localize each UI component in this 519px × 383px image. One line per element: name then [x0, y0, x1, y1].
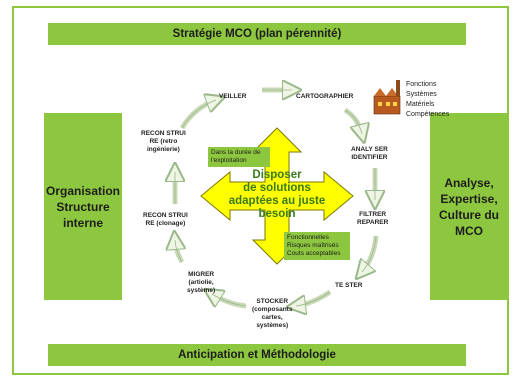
cycle-arrow: [175, 240, 182, 264]
cycle-arrow: [362, 235, 379, 272]
note-duree: Dans la durée de l'exploitation: [208, 147, 270, 167]
four-way-arrow: [200, 127, 354, 265]
node-reconstruire-clonage: RECON STRUI RE (clonage): [143, 212, 188, 227]
node-cartographier: CARTOGRAPHIER: [296, 93, 354, 100]
footer-bar: Anticipation et Méthodologie: [48, 344, 466, 366]
legend-item: Fonctions: [406, 81, 437, 88]
node-veiller: VEILLER: [219, 93, 247, 100]
legend-item: Matériels: [406, 101, 435, 108]
node-migrer: MIGRER (artiolie, système): [187, 271, 216, 294]
node-reconstruire-retro: RECON STRUI RE (retro ingénierie): [141, 130, 186, 153]
left-panel: Organisation Structure interne: [44, 113, 122, 300]
cycle-arrow: [343, 107, 362, 134]
note-qualites: Fonctionnelles Risques maîtrisés Couts a…: [284, 232, 350, 260]
node-stocker: STOCKER (composants cartes, systèmes): [252, 298, 293, 329]
legend-list: Fonctions Systèmes Matériels Compétences: [406, 80, 449, 120]
factory-icon: [373, 80, 401, 115]
cycle-arrow: [296, 289, 332, 306]
cycle-arrow: [212, 294, 247, 309]
center-label: Disposer de solutions adaptées au juste …: [228, 169, 326, 220]
node-analyser: ANALY SER IDENTIFIER: [351, 146, 388, 161]
legend-item: Systèmes: [406, 91, 437, 98]
node-filtrer: FILTRER REPARER: [357, 211, 389, 226]
cycle-arrow: [179, 100, 216, 130]
node-tester: TE STER: [335, 282, 363, 289]
right-panel: Analyse, Expertise, Culture du MCO: [430, 113, 508, 300]
legend-item: Compétences: [406, 111, 450, 118]
header-bar: Stratégie MCO (plan pérennité): [48, 23, 466, 45]
